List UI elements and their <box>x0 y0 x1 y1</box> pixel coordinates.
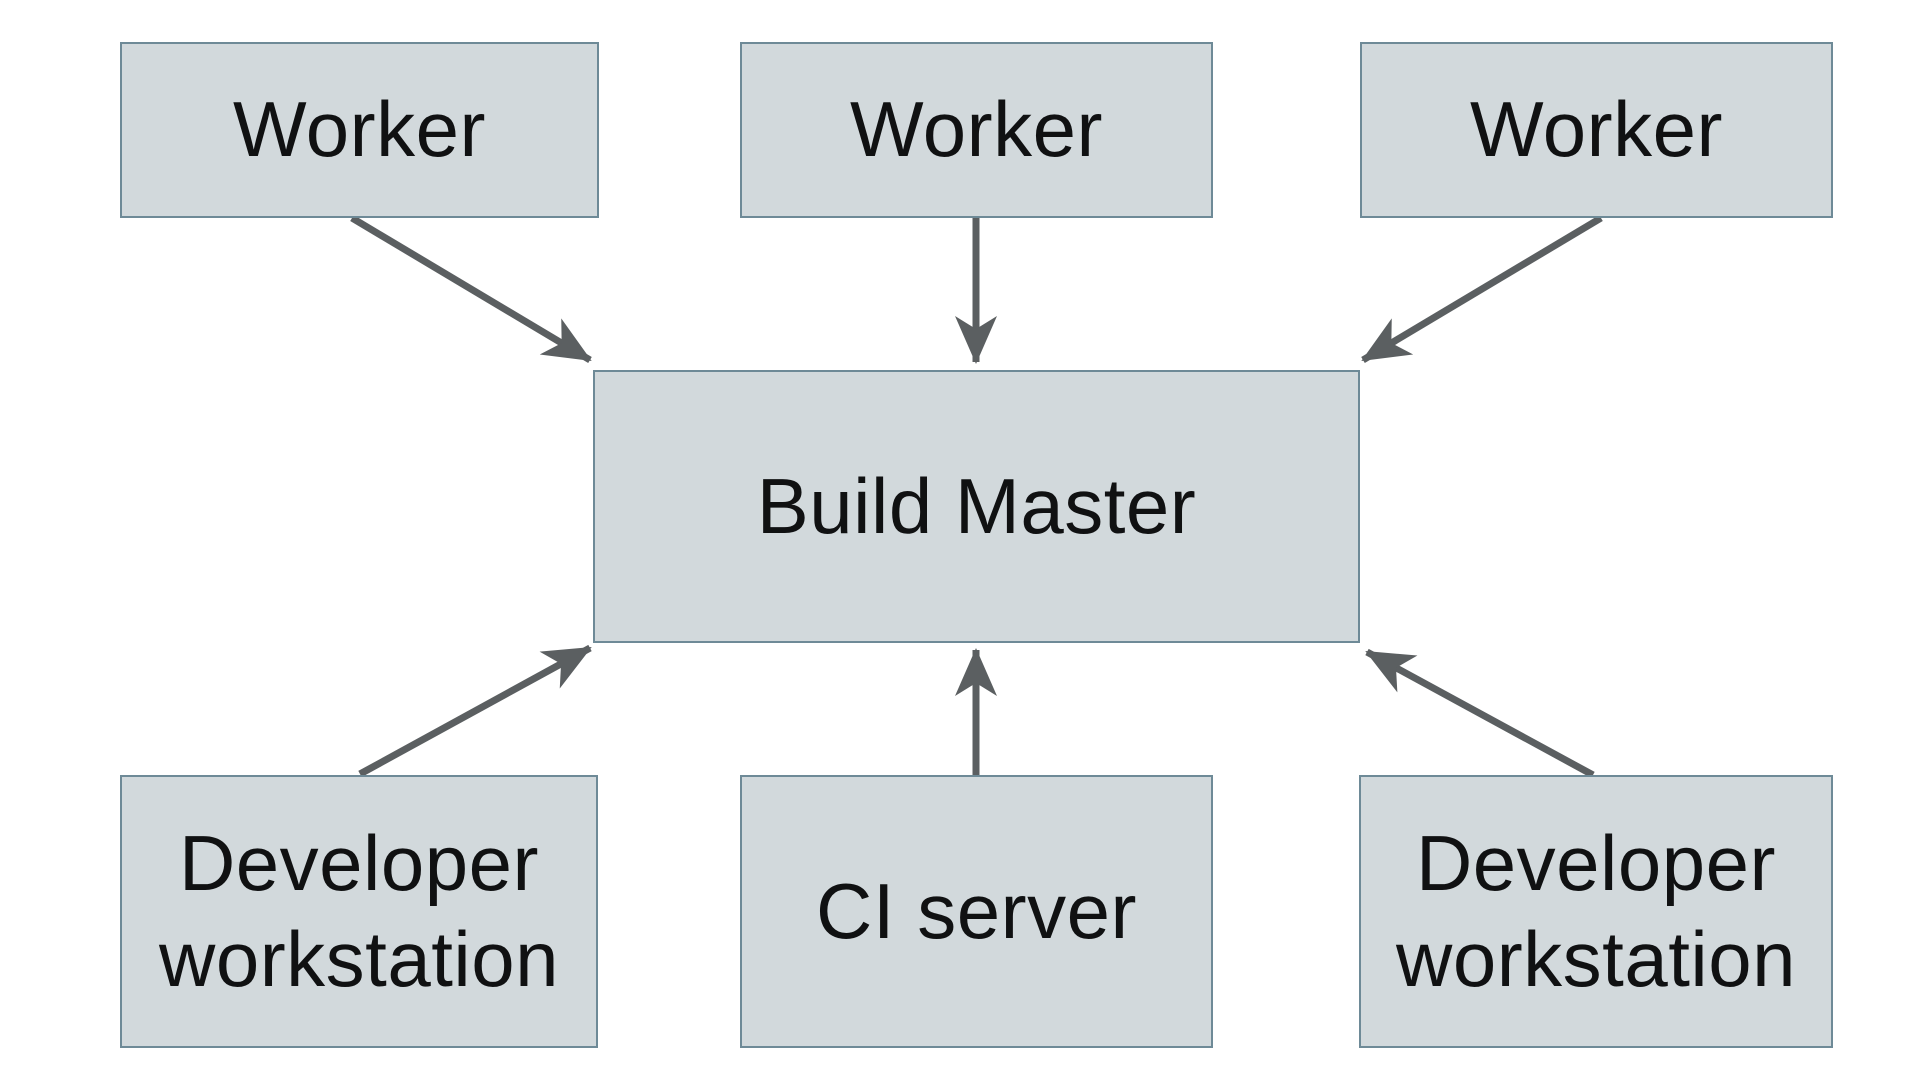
arrow-dev-left-to-build-master <box>358 644 592 778</box>
node-ci-server-label: CI server <box>816 866 1137 955</box>
node-worker-top-right-label: Worker <box>1470 85 1723 174</box>
node-developer-workstation-right: Developer workstation <box>1359 775 1833 1048</box>
node-worker-top-left-label: Worker <box>233 85 486 174</box>
arrow-worker-left-to-build-master <box>350 214 592 364</box>
node-ci-server: CI server <box>740 775 1213 1048</box>
node-developer-workstation-left-label: Developer workstation <box>158 819 559 1003</box>
node-developer-workstation-left: Developer workstation <box>120 775 598 1048</box>
node-worker-top-center: Worker <box>740 42 1213 218</box>
arrow-worker-right-to-build-master <box>1361 214 1603 364</box>
node-build-master-label: Build Master <box>756 461 1197 550</box>
node-worker-top-center-label: Worker <box>850 85 1103 174</box>
node-worker-top-right: Worker <box>1360 42 1833 218</box>
node-developer-workstation-right-label: Developer workstation <box>1396 819 1796 1003</box>
node-build-master: Build Master <box>593 370 1360 643</box>
arrow-dev-right-to-build-master <box>1365 648 1595 779</box>
node-worker-top-left: Worker <box>120 42 599 218</box>
